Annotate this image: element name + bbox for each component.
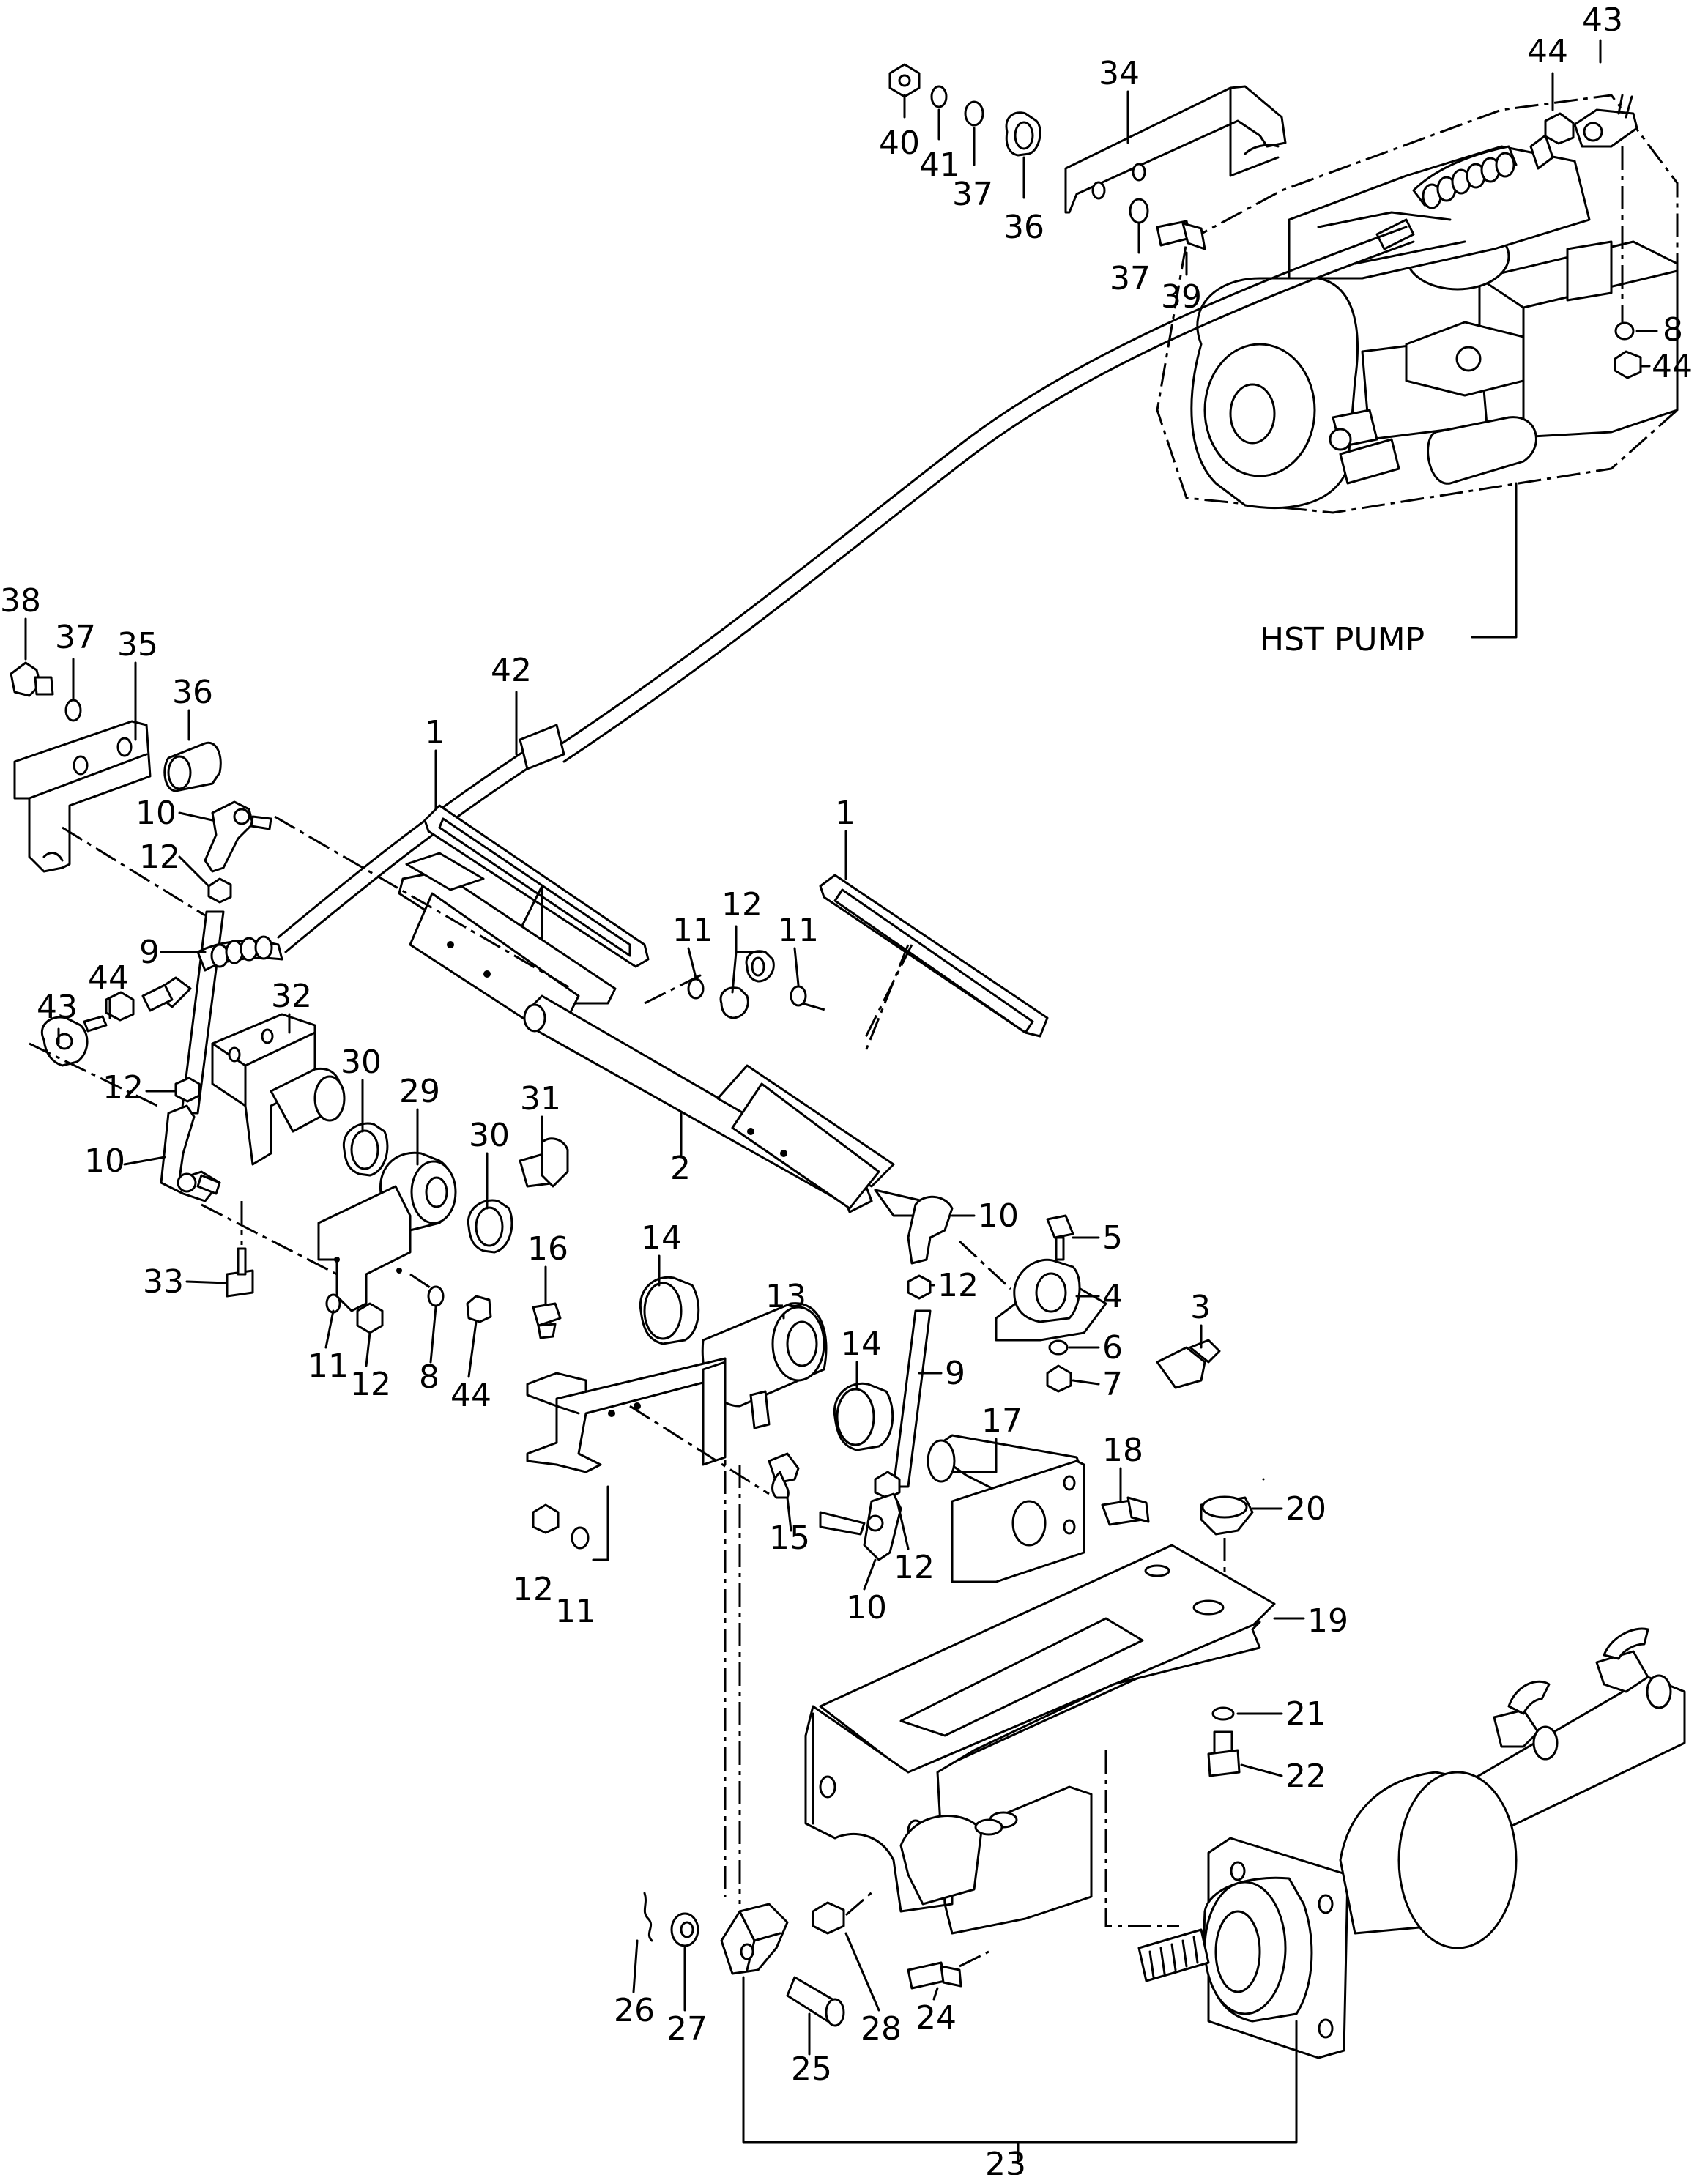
callout-5: 5 [1102, 1219, 1123, 1257]
callout-11-mid-b: 11 [778, 912, 819, 949]
callout-30-left: 30 [341, 1044, 382, 1081]
callout-42: 42 [491, 652, 532, 689]
callout-6: 6 [1102, 1329, 1123, 1367]
callout-33: 33 [143, 1263, 184, 1301]
callout-7: 7 [1102, 1366, 1123, 1403]
callout-44-top: 44 [1527, 33, 1568, 70]
callout-12-left-mid: 12 [103, 1069, 144, 1107]
callout-27: 27 [667, 2010, 708, 2048]
callout-22: 22 [1285, 1758, 1326, 1795]
callout-43-left: 43 [37, 989, 78, 1026]
left-linkage [29, 800, 572, 1276]
callout-10-topleft: 10 [135, 795, 177, 832]
lower-hardware [643, 1391, 1298, 2162]
callout-10-left: 10 [84, 1142, 125, 1180]
callout-8-left: 8 [419, 1358, 439, 1396]
callout-12-mid: 12 [721, 886, 762, 923]
upper-hardware [888, 63, 1642, 379]
callout-11-bot: 11 [555, 1593, 596, 1630]
pivot-assembly [211, 1013, 569, 1334]
callout-24: 24 [916, 1999, 957, 2037]
callout-21: 21 [1285, 1695, 1326, 1733]
callout-25: 25 [791, 2051, 832, 2088]
callout-12-bot-r: 12 [894, 1549, 935, 1586]
callout-43-top: 43 [1582, 1, 1623, 39]
callout-17: 17 [981, 1402, 1022, 1440]
callout-13: 13 [765, 1278, 806, 1315]
hst-pump-assembly [1156, 94, 1679, 639]
left-bracket-group [10, 661, 222, 917]
callout-11-mid-a: 11 [672, 912, 713, 949]
callout-23: 23 [985, 2146, 1026, 2175]
callout-20: 20 [1285, 1490, 1326, 1528]
callout-28: 28 [861, 2010, 902, 2048]
callout-29: 29 [399, 1073, 440, 1110]
callout-8-top: 8 [1663, 311, 1683, 349]
callout-9-left: 9 [139, 934, 160, 971]
callout-16: 16 [527, 1230, 568, 1268]
callout-37-mid: 37 [1110, 260, 1151, 297]
callout-18: 18 [1102, 1432, 1143, 1469]
callout-44-leftbot: 44 [450, 1377, 491, 1414]
callout-1-left: 1 [425, 714, 445, 751]
callout-3: 3 [1190, 1289, 1211, 1326]
callout-32: 32 [271, 978, 312, 1015]
center-bracket [526, 1276, 894, 1561]
callout-26: 26 [614, 1992, 655, 2029]
hst-pump-caption: HST PUMP [1260, 621, 1425, 658]
callout-44-left: 44 [88, 959, 129, 997]
callout-9-right: 9 [945, 1355, 965, 1392]
pedal-assembly [398, 804, 1049, 1213]
throttle-cable [277, 226, 1415, 953]
callout-12-left-top: 12 [139, 839, 180, 876]
callout-30-right: 30 [469, 1117, 510, 1154]
callout-36-left: 36 [172, 674, 213, 711]
callout-19: 19 [1307, 1602, 1348, 1640]
callout-38: 38 [0, 582, 41, 620]
callout-35: 35 [117, 626, 158, 663]
callout-34: 34 [1099, 55, 1140, 92]
callout-31: 31 [520, 1080, 561, 1118]
callout-10-bot: 10 [846, 1589, 887, 1626]
callout-4: 4 [1102, 1278, 1123, 1315]
callout-leaders [24, 39, 1658, 2056]
callout-12-left-bot: 12 [350, 1366, 391, 1403]
right-linkage [819, 1189, 1221, 1561]
callout-10-right: 10 [978, 1197, 1019, 1235]
lower-assembly [804, 1495, 1686, 2059]
callout-11-left: 11 [308, 1347, 349, 1385]
callout-44-right: 44 [1652, 348, 1693, 385]
callout-37-top: 37 [952, 176, 993, 213]
callout-40: 40 [879, 124, 920, 162]
callout-14-left: 14 [641, 1219, 682, 1257]
callout-41: 41 [919, 146, 960, 184]
callout-1-right: 1 [835, 795, 855, 832]
callout-14-right: 14 [841, 1326, 882, 1363]
callout-39: 39 [1161, 278, 1202, 316]
callout-37-left: 37 [55, 619, 96, 656]
callout-36-top: 36 [1003, 209, 1044, 246]
callout-12-right: 12 [937, 1267, 979, 1304]
callout-12-bot: 12 [513, 1571, 554, 1608]
bracket-17 [927, 1434, 1150, 1583]
